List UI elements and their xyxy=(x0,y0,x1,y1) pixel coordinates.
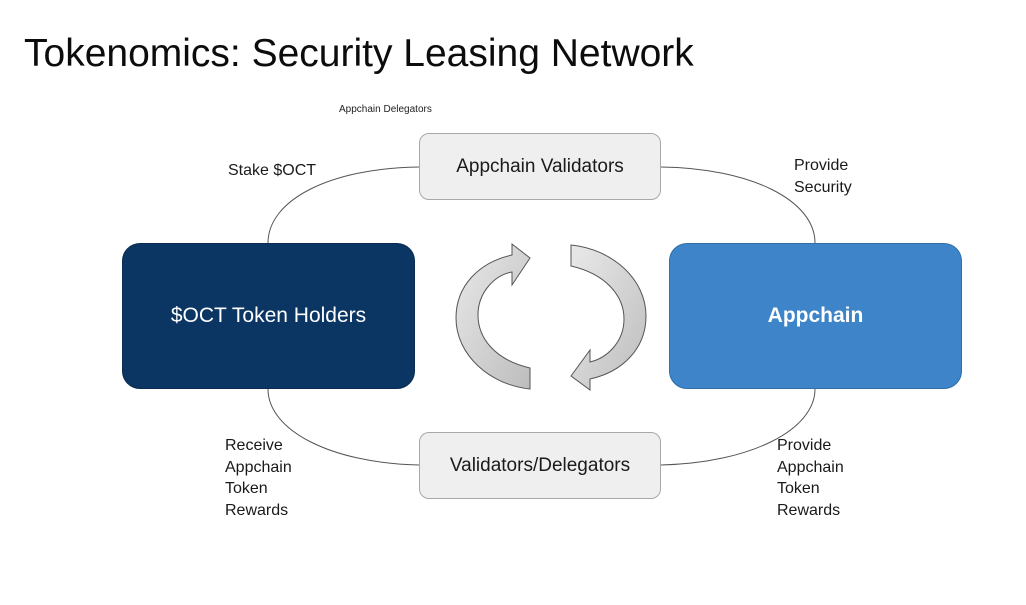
validators-delegators-box: Validators/Delegators xyxy=(419,432,661,499)
cycle-arrow-left xyxy=(455,242,531,390)
oct-token-holders-box: $OCT Token Holders xyxy=(122,243,415,389)
arc-bottom-left xyxy=(267,388,420,466)
appchain-box: Appchain xyxy=(669,243,962,389)
arc-top-right xyxy=(660,166,816,244)
page-title: Tokenomics: Security Leasing Network xyxy=(24,32,694,75)
receive-rewards-label: Receive Appchain Token Rewards xyxy=(225,437,292,519)
provide-security-label: Provide Security xyxy=(794,157,852,196)
arc-bottom-right xyxy=(660,388,816,466)
stake-oct-label: Stake $OCT xyxy=(228,162,317,179)
arc-top-left xyxy=(267,166,420,244)
appchain-delegators-label: Appchain Delegators xyxy=(339,104,432,115)
appchain-validators-box: Appchain Validators xyxy=(419,133,661,200)
cycle-arrow-right xyxy=(570,244,647,391)
provide-rewards-label: Provide Appchain Token Rewards xyxy=(777,437,844,519)
cycle-arrows-icon xyxy=(455,242,647,391)
